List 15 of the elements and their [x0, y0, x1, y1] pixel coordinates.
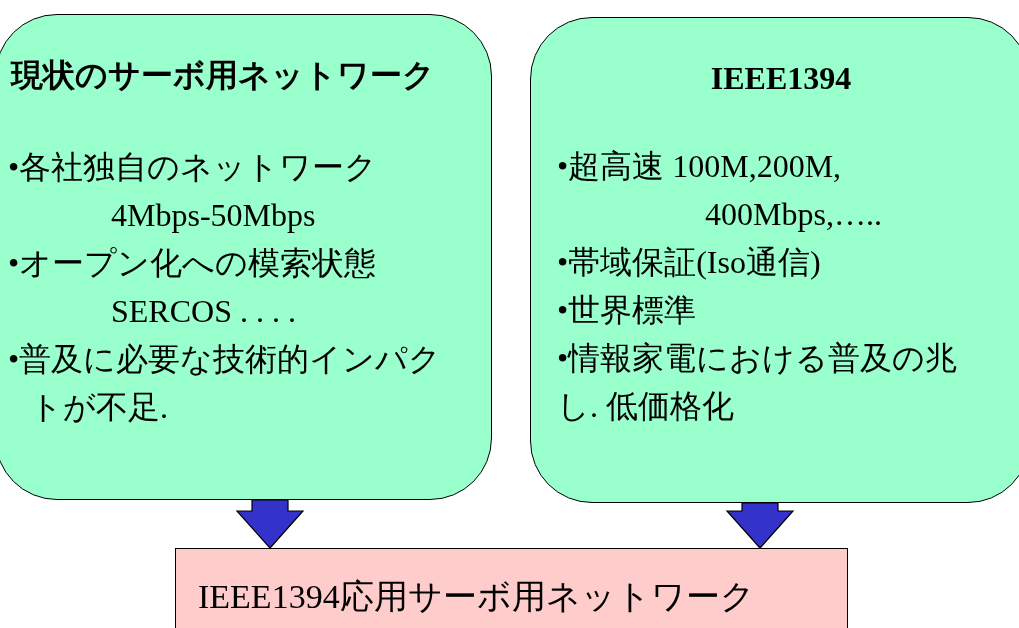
heading: IEEE1394 [709, 59, 853, 98]
bullet-text: •帯域保証(Iso通信) [557, 243, 822, 282]
block-arrow [725, 502, 795, 549]
result-box [175, 548, 848, 628]
bullet-text: •オープン化への模索状態 SERCOS . . . . [8, 244, 378, 331]
bullet-text: •普及に必要な技術的インパクトが不足. [8, 340, 443, 427]
bullet-text: •各社独自のネットワーク 4Mbps-50Mbps [8, 148, 379, 235]
rounded-box [530, 17, 1019, 503]
rounded-box [0, 14, 492, 500]
block-arrow [235, 499, 305, 549]
box-label: IEEE1394応用サーボ用ネットワーク [198, 577, 756, 617]
bullet-text: •世界標準 [557, 291, 698, 330]
bullet-text: •情報家電における普及の兆し. 低価格化 [557, 339, 959, 426]
bullet-text: •超高速 100M,200M, 400Mbps,….. [557, 147, 883, 234]
heading: 現状のサーボ用ネットワーク [11, 55, 436, 96]
